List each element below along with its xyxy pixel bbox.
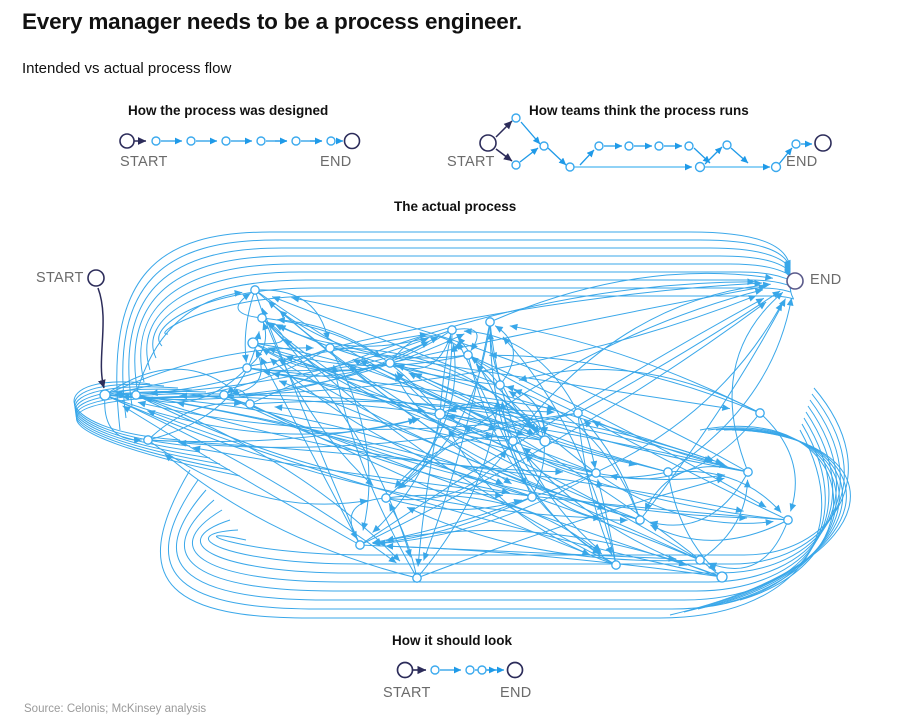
process-node	[695, 555, 705, 565]
process-node	[447, 325, 457, 335]
process-node	[527, 492, 537, 502]
actual-network-nodes	[99, 285, 793, 583]
process-node	[242, 363, 252, 373]
process-node	[325, 343, 335, 353]
teams-start-label: START	[447, 154, 495, 170]
teams-edges	[495, 120, 813, 171]
process-node	[247, 337, 259, 349]
teams-end-label: END	[786, 154, 818, 170]
teams-nodes	[479, 113, 832, 173]
process-node	[381, 493, 391, 503]
process-node	[508, 436, 518, 446]
process-node	[385, 358, 395, 368]
process-node	[219, 390, 229, 400]
designed-end-label: END	[320, 154, 352, 170]
process-node	[591, 468, 601, 478]
should-panel-title: How it should look	[392, 633, 512, 648]
actual-network-edges	[73, 231, 851, 619]
teams-flow-diagram	[479, 113, 832, 173]
process-node	[463, 350, 473, 360]
process-node	[131, 390, 141, 400]
process-node	[495, 380, 505, 390]
process-node	[755, 408, 765, 418]
process-node	[611, 560, 621, 570]
process-node	[485, 317, 495, 327]
process-node	[250, 285, 260, 295]
designed-panel-title: How the process was designed	[128, 103, 329, 118]
process-node	[434, 408, 446, 420]
actual-panel-title: The actual process	[394, 199, 517, 214]
process-node	[783, 515, 793, 525]
should-nodes	[396, 661, 524, 679]
process-node	[143, 435, 153, 445]
source-note: Source: Celonis; McKinsey analysis	[24, 703, 207, 715]
actual-start-label: START	[36, 270, 84, 286]
process-node	[412, 573, 422, 583]
actual-process-network	[73, 231, 851, 619]
process-node	[635, 515, 645, 525]
should-start-label: START	[383, 685, 431, 701]
process-node	[716, 571, 728, 583]
page-title: Every manager needs to be a process engi…	[22, 9, 522, 34]
actual-end-label: END	[810, 272, 842, 288]
designed-start-label: START	[120, 154, 168, 170]
should-end-label: END	[500, 685, 532, 701]
process-node	[245, 399, 255, 409]
page-subtitle: Intended vs actual process flow	[22, 60, 232, 77]
process-node	[355, 540, 365, 550]
actual-terminals	[87, 269, 804, 389]
designed-flow-diagram	[119, 132, 361, 150]
process-node	[99, 389, 111, 401]
process-node	[539, 435, 551, 447]
process-node	[573, 408, 583, 418]
teams-panel-title: How teams think the process runs	[529, 103, 749, 118]
process-node	[257, 313, 267, 323]
process-node	[663, 467, 673, 477]
process-node	[743, 467, 753, 477]
designed-nodes	[119, 132, 361, 150]
